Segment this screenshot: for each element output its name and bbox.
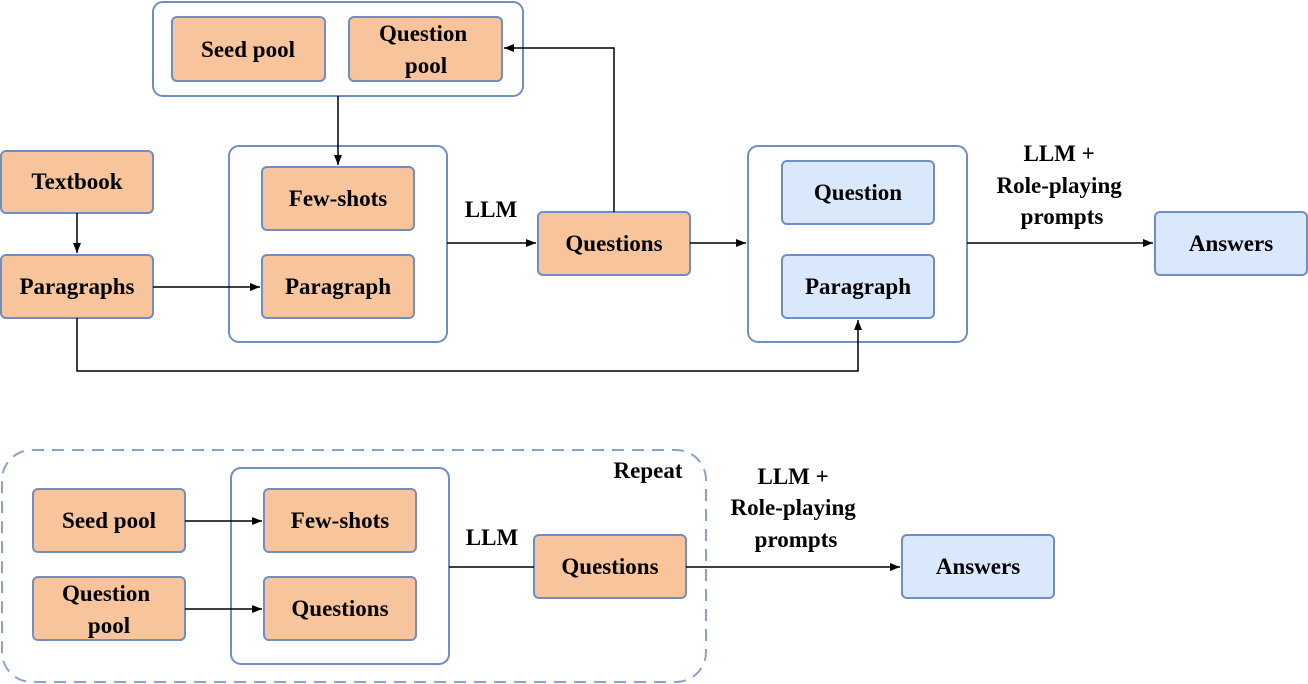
question-pool-box xyxy=(348,16,503,82)
question-pool-label: Question pool xyxy=(379,21,473,78)
paragraph-label: Paragraph xyxy=(285,274,391,299)
seed-pool-box xyxy=(171,16,326,82)
paragraph-right-label: Paragraph xyxy=(805,274,911,299)
llm-prompts-line2: Role-playing xyxy=(997,173,1123,198)
bottom-llm-prompts-line3: prompts xyxy=(755,527,838,552)
llm-prompts-label: LLM + Role-playing prompts xyxy=(997,141,1128,229)
bottom-questions-inner-label: Questions xyxy=(291,596,388,621)
question-pool-label-line1: Question xyxy=(379,21,467,46)
answers-box xyxy=(1154,211,1308,276)
llm-prompts-line1: LLM + xyxy=(1024,141,1095,166)
bottom-questions-label: Questions xyxy=(561,554,658,579)
bottom-seed-pool-label: Seed pool xyxy=(62,508,156,533)
bottom-answers-box xyxy=(901,534,1055,599)
bottom-questions-inner-box xyxy=(263,576,417,641)
questions-label: Questions xyxy=(565,231,662,256)
question-box xyxy=(781,160,935,225)
seed-pool-label: Seed pool xyxy=(201,37,295,62)
bottom-question-pool-label: Question pool xyxy=(62,581,156,638)
paragraph-right-box xyxy=(781,254,935,319)
bottom-llm-prompts-line2: Role-playing xyxy=(731,495,857,520)
bottom-few-shots-box xyxy=(263,488,417,553)
llm-prompts-line3: prompts xyxy=(1021,204,1104,229)
question-pool-label-line2: pool xyxy=(405,53,447,78)
few-shots-label: Few-shots xyxy=(289,186,387,211)
edge-questions-to-questionpool xyxy=(504,44,615,212)
llm-label: LLM xyxy=(465,197,518,222)
bottom-llm-prompts-line1: LLM + xyxy=(758,464,829,489)
bottom-llm-prompts-label: LLM + Role-playing prompts xyxy=(731,464,862,552)
bottom-llm-label: LLM xyxy=(466,525,519,550)
bottom-question-pool-line1: Question xyxy=(62,581,150,606)
repeat-label: Repeat xyxy=(614,458,683,483)
paragraph-box xyxy=(261,254,415,319)
textbook-label: Textbook xyxy=(31,169,122,194)
bottom-answers-label: Answers xyxy=(936,554,1020,579)
bottom-few-shots-label: Few-shots xyxy=(291,508,389,533)
answers-label: Answers xyxy=(1189,231,1273,256)
paragraphs-label: Paragraphs xyxy=(20,274,135,299)
question-label: Question xyxy=(814,180,902,205)
edge-paragraphs-to-paragraph-right xyxy=(76,318,862,372)
bottom-question-pool-line2: pool xyxy=(88,613,130,638)
few-shots-box xyxy=(261,166,415,231)
